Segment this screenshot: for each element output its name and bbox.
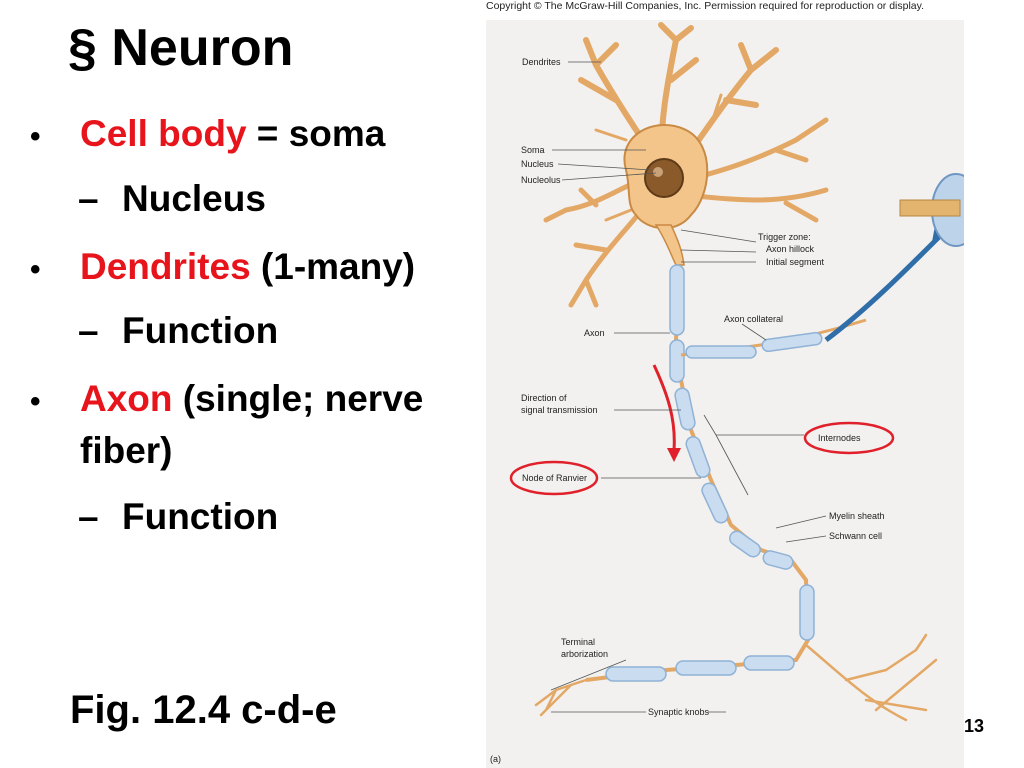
label-terminal-line2: arborization	[561, 649, 608, 659]
bullet-text: (single; nerve	[172, 378, 424, 419]
zoom-arrow	[824, 233, 943, 342]
label-schwann-cell: Schwann cell	[829, 531, 882, 541]
term-axon: Axon	[80, 378, 173, 419]
collateral-myelin	[685, 331, 823, 359]
bullet-axon-continued: fiber)	[80, 430, 173, 471]
label-axon: Axon	[584, 328, 605, 338]
label-terminal-line1: Terminal	[561, 637, 595, 647]
label-axon-hillock: Axon hillock	[766, 244, 815, 254]
sub-bullet-function: Function	[122, 310, 279, 351]
label-internodes: Internodes	[818, 433, 861, 443]
nucleolus-shape	[653, 167, 663, 177]
dash-marker: –	[78, 496, 99, 537]
label-axon-collateral: Axon collateral	[724, 314, 783, 324]
terminal-arborization	[534, 633, 938, 722]
figure-reference: Fig. 12.4 c-d-e	[70, 688, 337, 732]
sub-bullet-function: Function	[122, 496, 279, 537]
bullet-marker: •	[30, 253, 41, 286]
myelin-segments	[605, 264, 815, 682]
label-initial-segment: Initial segment	[766, 257, 825, 267]
bullet-cell-body: Cell body = soma	[80, 113, 385, 155]
term-dendrites: Dendrites	[80, 246, 251, 287]
neuron-diagram: Dendrites Soma Nucleus Nucleolus Trigger…	[486, 20, 964, 768]
label-dendrites: Dendrites	[522, 57, 561, 67]
axon-hillock-shape	[654, 224, 685, 266]
label-synaptic-knobs: Synaptic knobs	[648, 707, 710, 717]
signal-direction-arrow	[652, 364, 676, 451]
label-direction-line2: signal transmission	[521, 405, 598, 415]
nerve-fiber-inset-axon	[899, 199, 961, 217]
sub-bullet-nucleus: Nucleus	[122, 178, 266, 219]
label-myelin-sheath: Myelin sheath	[829, 511, 885, 521]
bullet-marker: •	[30, 120, 41, 153]
slide-title: § Neuron	[68, 19, 294, 77]
bullet-text: (1-many)	[250, 246, 416, 287]
nucleus-shape	[644, 158, 684, 198]
bullet-text: = soma	[246, 113, 386, 154]
label-trigger-zone: Trigger zone:	[758, 232, 811, 242]
dash-marker: –	[78, 310, 99, 351]
term-cell-body: Cell body	[80, 113, 247, 154]
signal-direction-arrowhead	[667, 448, 681, 462]
label-nucleus: Nucleus	[521, 159, 554, 169]
bullet-marker: •	[30, 385, 41, 418]
copyright-notice: Copyright © The McGraw-Hill Companies, I…	[486, 0, 925, 12]
dash-marker: –	[78, 178, 99, 219]
label-nucleolus: Nucleolus	[521, 175, 561, 185]
label-node-of-ranvier: Node of Ranvier	[522, 473, 587, 483]
leader-lines	[550, 61, 827, 713]
internodes-highlight	[803, 421, 895, 455]
figure-background	[486, 20, 964, 768]
node-of-ranvier-highlight	[509, 460, 599, 496]
label-direction-line1: Direction of	[521, 393, 567, 403]
label-soma: Soma	[521, 145, 545, 155]
figure-panel-label: (a)	[490, 754, 501, 764]
bullet-dendrites: Dendrites (1-many)	[80, 246, 415, 288]
bullet-axon: Axon (single; nerve	[80, 378, 423, 420]
